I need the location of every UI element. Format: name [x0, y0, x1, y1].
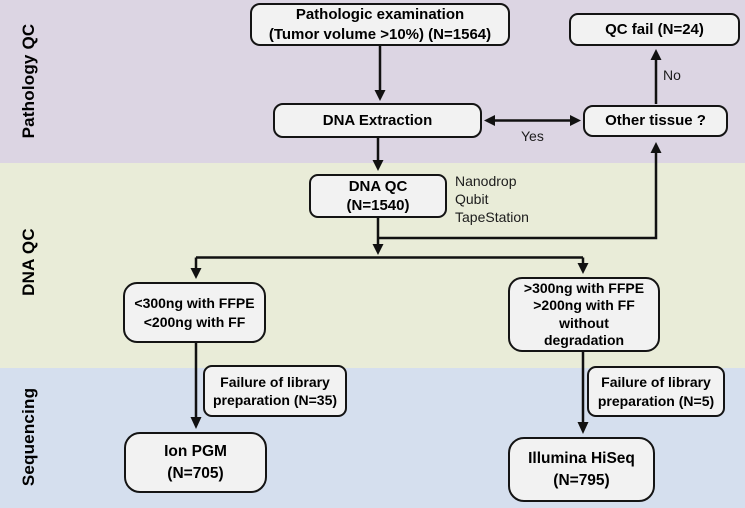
- arrow-branch-to-other-tissue: [378, 152, 658, 240]
- node-ion-pgm: Ion PGM (N=705): [124, 432, 267, 493]
- node-dna-extraction: DNA Extraction: [273, 103, 482, 138]
- node-illumina-hiseq: Illumina HiSeq (N=795): [508, 437, 655, 502]
- dna-qc-methods-list: Nanodrop Qubit TapeStation: [455, 172, 529, 226]
- node-text-line: <300ng with FFPE: [134, 295, 255, 312]
- node-low-input-criteria: <300ng with FFPE <200ng with FF: [123, 282, 266, 343]
- qc-method-item: TapeStation: [455, 209, 529, 225]
- node-text-line: preparation (N=35): [212, 392, 338, 408]
- node-text-line: DNA QC: [348, 177, 408, 195]
- edge-label-yes: Yes: [521, 128, 544, 144]
- node-text-line: <200ng with FF: [143, 313, 246, 330]
- node-failure-library-right: Failure of library preparation (N=5): [587, 366, 725, 417]
- node-text-line: Ion PGM: [164, 442, 227, 460]
- arrowhead-exam-to-extraction: [374, 90, 386, 101]
- arrowhead-dnaqc-to-split: [372, 244, 384, 255]
- node-text-line: Other tissue ?: [605, 112, 706, 130]
- arrowhead-to-other-tissue: [570, 115, 581, 126]
- node-text-line: (Tumor volume >10%) (N=1564): [268, 25, 492, 43]
- qc-method-item: Nanodrop: [455, 173, 517, 189]
- node-text-line: Pathologic examination: [295, 6, 465, 23]
- node-failure-library-left: Failure of library preparation (N=35): [203, 365, 347, 417]
- arrowhead-branch-to-other-tissue: [650, 142, 662, 153]
- arrowhead-extraction-to-dnaqc: [372, 160, 384, 171]
- node-text-line: (N=705): [167, 464, 224, 482]
- qc-method-item: Qubit: [455, 191, 489, 207]
- node-text-line: degradation: [543, 331, 625, 348]
- node-text-line: Illumina HiSeq: [528, 449, 635, 467]
- arrowhead-split-to-low-input: [190, 268, 202, 279]
- node-text-line: (N=1540): [346, 197, 410, 214]
- node-qc-fail: QC fail (N=24): [569, 13, 740, 46]
- node-text-line: Failure of library: [601, 374, 711, 391]
- node-text-line: QC fail (N=24): [605, 20, 704, 38]
- node-other-tissue: Other tissue ?: [583, 105, 728, 137]
- arrowhead-low-input-to-ionpgm: [190, 417, 202, 429]
- arrowhead-to-extraction: [484, 115, 495, 126]
- arrowhead-other-tissue-to-qcfail: [650, 49, 662, 60]
- node-high-input-criteria: >300ng with FFPE >200ng with FF without …: [508, 277, 660, 352]
- edge-label-no: No: [663, 67, 681, 83]
- node-text-line: >200ng with FF: [533, 297, 635, 314]
- node-text-line: >300ng with FFPE: [523, 280, 645, 297]
- node-dna-qc: DNA QC (N=1540): [309, 174, 447, 218]
- node-pathologic-examination: Pathologic examination (Tumor volume >10…: [250, 3, 510, 46]
- node-text-line: Failure of library: [220, 373, 330, 390]
- node-text-line: (N=795): [553, 471, 610, 489]
- node-text-line: preparation (N=5): [597, 392, 715, 409]
- arrowhead-high-input-to-illumina: [577, 422, 589, 434]
- node-text-line: DNA Extraction: [322, 111, 433, 129]
- node-text-line: without: [559, 314, 609, 331]
- arrowhead-split-to-high-input: [577, 263, 589, 274]
